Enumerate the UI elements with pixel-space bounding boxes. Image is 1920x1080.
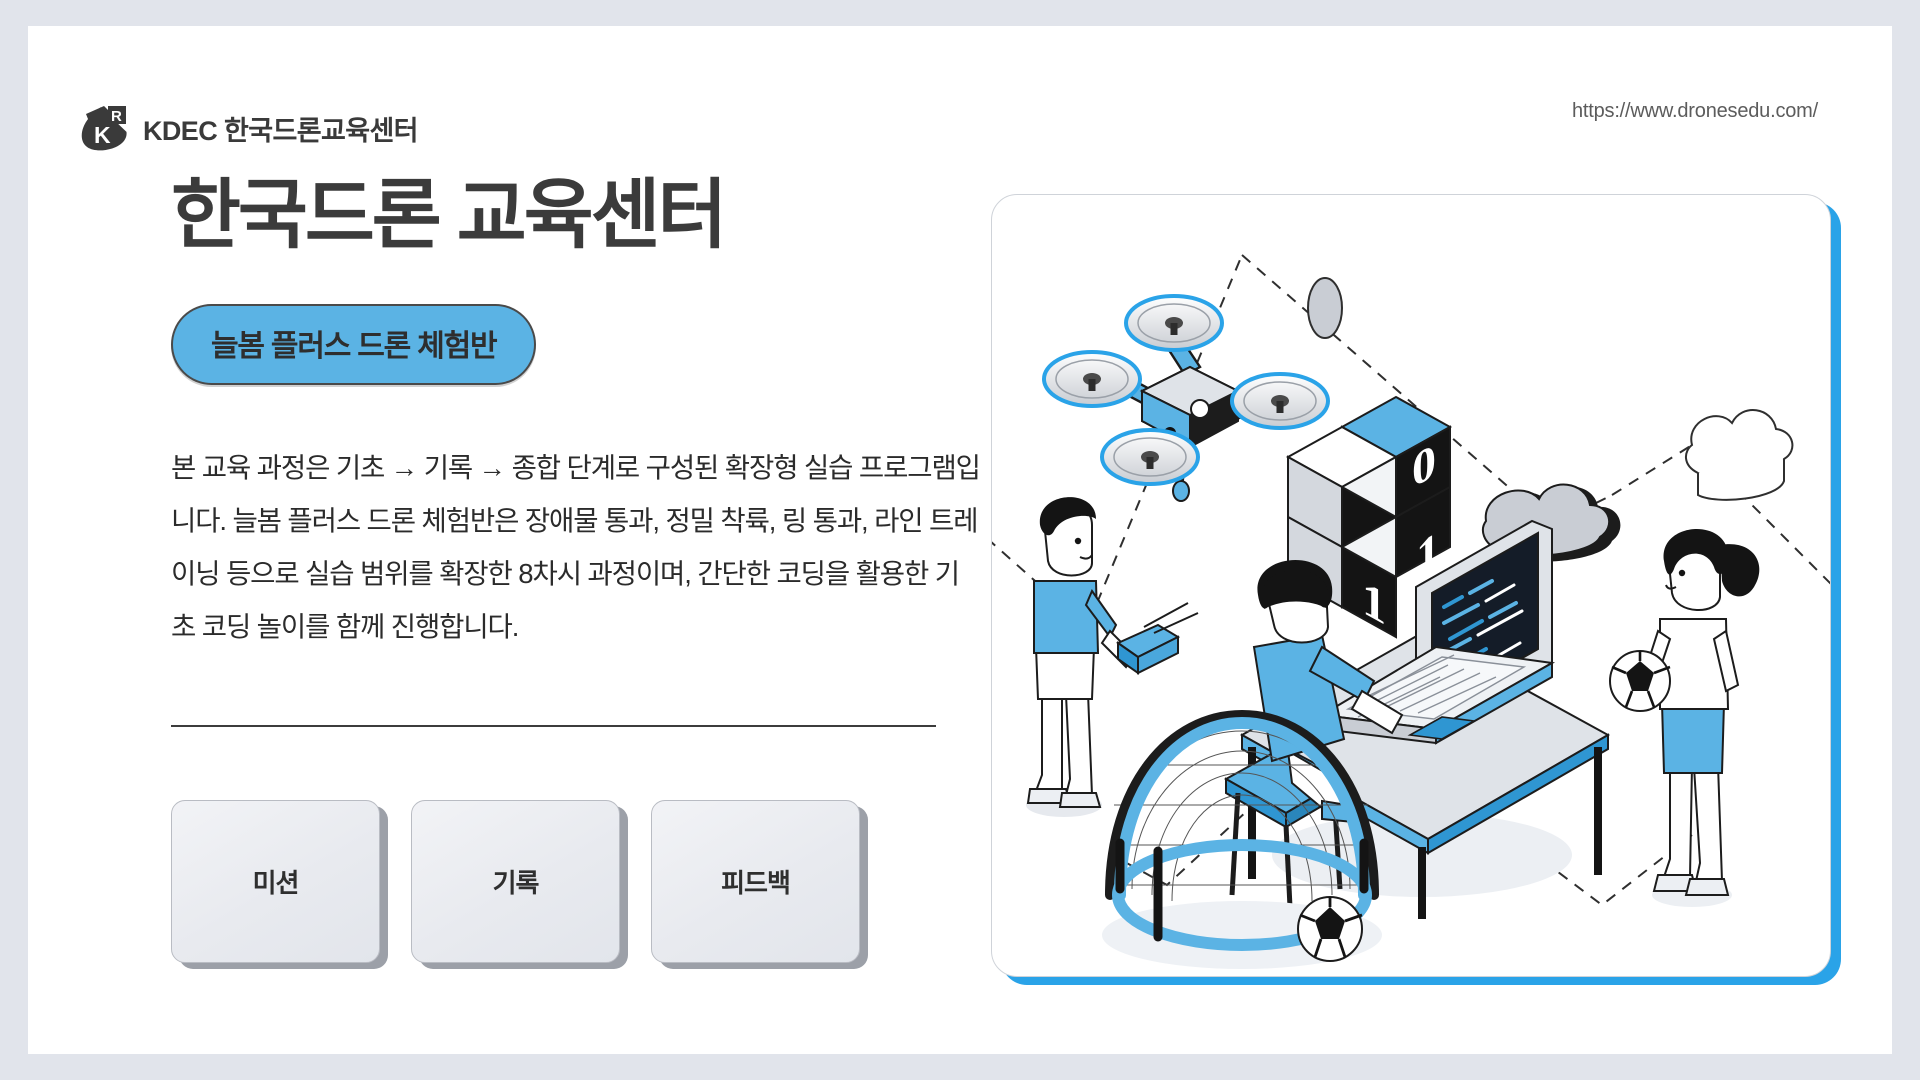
illustration-panel-wrap: 0 1 1: [991, 194, 1841, 985]
course-badge: 늘봄 플러스 드론 체험반: [171, 303, 537, 385]
cloud-outline: [1685, 409, 1794, 501]
card-surface[interactable]: 피드백: [651, 800, 860, 964]
brand-header[interactable]: K R KDEC 한국드론교육센터: [78, 104, 419, 152]
page-title: 한국드론 교육센터: [171, 173, 727, 258]
card-label: 피드백: [721, 868, 791, 899]
brand-name-label: KDEC 한국드론교육센터: [143, 115, 419, 146]
remote-controller: [1115, 602, 1199, 675]
feature-card-record[interactable]: 기록: [411, 800, 628, 970]
illustration-panel: 0 1 1: [991, 194, 1831, 977]
svg-text:K: K: [94, 122, 111, 148]
soccer-ball: [1297, 896, 1363, 962]
quadcopter-drone: [1042, 294, 1330, 502]
svg-text:R: R: [111, 108, 122, 125]
laptop: [1318, 519, 1556, 745]
isometric-scene-illustration: 0 1 1: [992, 254, 1830, 969]
site-url-link[interactable]: https://www.dronesedu.com/: [1571, 100, 1818, 122]
hero-column: 한국드론 교육센터 늘봄 플러스 드론 체험반 본 교육 과정은 기초 → 기록…: [171, 173, 981, 970]
card-label: 기록: [492, 868, 540, 899]
card-label: 미션: [252, 868, 300, 899]
drone-rotor: [1124, 294, 1224, 352]
boy-with-remote-controller: [1026, 497, 1199, 817]
card-surface[interactable]: 미션: [171, 800, 380, 964]
drone-rotor: [1230, 372, 1330, 430]
section-divider: [171, 725, 936, 728]
disc-marker: [1307, 277, 1343, 339]
content-page: K R KDEC 한국드론교육센터 https://www.dronesedu.…: [28, 26, 1892, 1054]
girl-with-soccer-ball: [1609, 529, 1760, 907]
soccer-ball: [1609, 650, 1671, 712]
feature-card-list: 미션 기록 피드백: [171, 800, 981, 970]
course-description: 본 교육 과정은 기초 → 기록 → 종합 단계로 구성된 확장형 실습 프로그…: [171, 451, 981, 642]
drone-rotor: [1100, 428, 1200, 486]
kdec-logo-icon: K R: [81, 106, 127, 151]
feature-card-feedback[interactable]: 피드백: [651, 800, 868, 970]
card-surface[interactable]: 기록: [411, 800, 620, 964]
feature-card-mission[interactable]: 미션: [171, 800, 388, 970]
drone-rotor: [1042, 350, 1142, 408]
soccer-goal-net: [1102, 709, 1382, 969]
desk-workstation: [1223, 519, 1611, 919]
